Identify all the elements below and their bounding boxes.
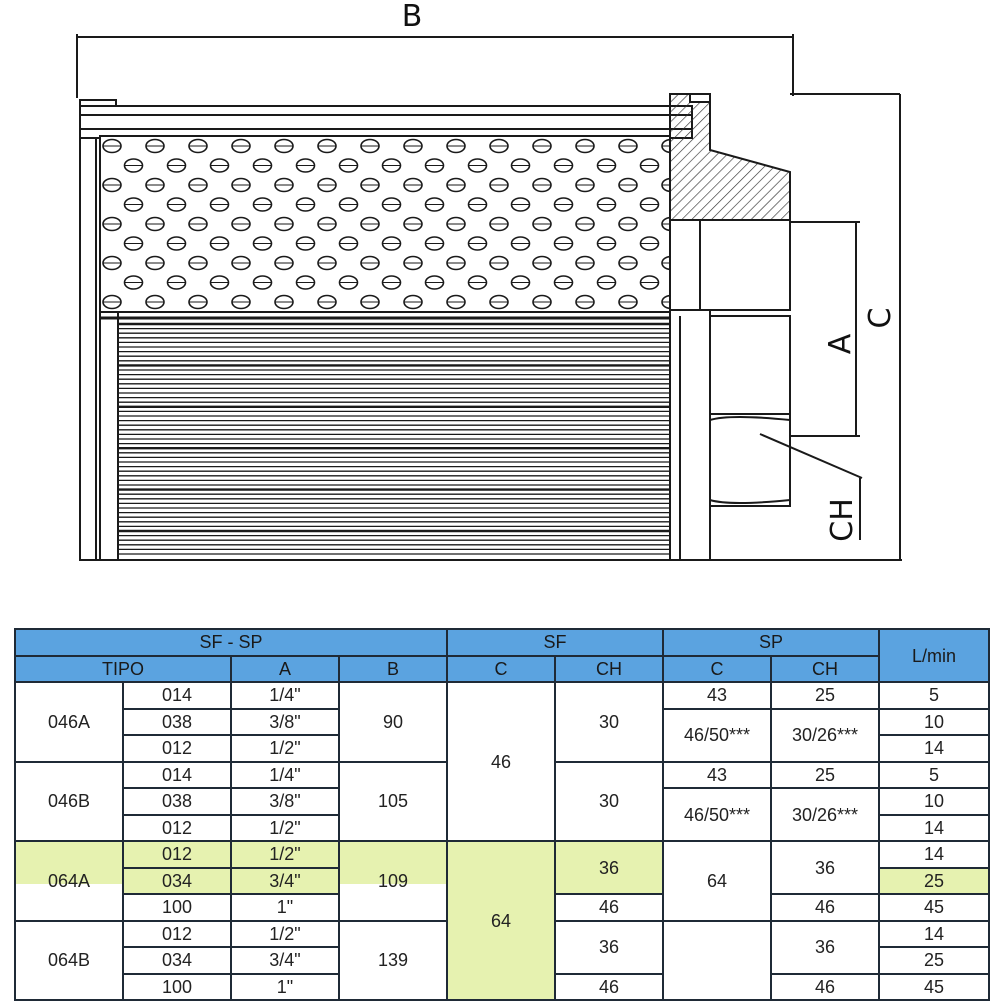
sp-c-cell: 43 [662,760,773,789]
header-tipo: TIPO [14,654,232,683]
table-row: 012 1/2" 14 [15,734,991,763]
lmin-cell: 45 [878,972,991,1001]
sf-c-cell: 64 [446,840,557,1001]
sp-c-cell: 46/50*** [662,787,773,842]
a-cell: 1/4" [230,760,340,789]
code-cell: 012 [122,919,232,948]
filter-technical-drawing: B A [76,0,902,561]
dimension-label-b: B [402,0,423,34]
header-sf-ch: CH [554,654,665,683]
sf-ch-cell: 46 [554,893,665,922]
header-sp-ch: CH [770,654,881,683]
code-cell: 100 [122,893,232,922]
dimension-ch [759,433,863,540]
a-cell: 1" [230,972,340,1001]
sp-ch-cell: 46 [770,972,881,1001]
code-cell: 038 [122,707,232,736]
table-row: 064B 012 1/2" 139 36 36 14 [14,919,991,1001]
header-sf: SF [446,628,665,657]
code-cell: 012 [122,813,232,842]
lmin-cell: 45 [878,893,991,922]
sp-ch-cell: 30/26*** [770,787,881,842]
pleated-element [100,311,672,561]
sp-ch-cell: 36 [770,840,881,895]
sf-ch-cell: 36 [554,840,665,895]
sp-ch-cell: 30/26*** [770,707,881,763]
sp-ch-cell: 25 [770,681,881,710]
header-lmin: L/min [878,628,991,683]
a-cell: 3/8" [230,707,340,736]
sp-c-cell [662,919,773,1001]
code-cell: 012 [122,840,232,869]
table-row: 100 1" 46 46 45 [15,972,991,1001]
filter-top-rim [79,99,693,139]
dimension-label-a: A [823,333,858,354]
header-sf-c: C [446,654,557,683]
lmin-cell: 14 [878,919,991,948]
a-cell: 1/2" [230,734,340,763]
b-cell: 105 [337,760,449,842]
tipo-cell: 064A [14,840,124,922]
b-cell: 139 [337,919,449,1001]
sp-ch-cell: 25 [770,760,881,789]
dimension-b [76,34,794,98]
code-cell: 012 [122,734,232,763]
a-cell: 3/4" [230,866,340,895]
code-cell: 034 [122,946,232,975]
table-row: 038 3/8" 46/50*** 30/26*** 10 [15,787,991,842]
sp-c-cell: 64 [662,840,773,922]
a-cell: 1/2" [230,919,340,948]
table-row: 034 3/4" 25 [15,946,991,975]
code-cell: 034 [122,866,232,895]
header-sp: SP [662,628,881,657]
dimension-label-ch: CH [825,498,860,542]
header-sp-c: C [662,654,773,683]
sp-ch-cell: 36 [770,919,881,975]
perforated-mesh [99,135,671,313]
tipo-cell: 064B [14,919,124,1001]
threaded-fitting [669,93,900,561]
code-cell: 100 [122,972,232,1001]
lmin-cell: 25 [878,946,991,975]
a-cell: 3/4" [230,946,340,975]
sf-ch-cell: 30 [554,681,665,763]
sf-c-cell: 46 [446,681,557,842]
lmin-cell: 25 [878,866,991,895]
a-cell: 1/2" [230,840,340,869]
dimension-c [710,94,902,561]
b-cell: 90 [337,681,449,763]
table-row: 064A 012 1/2" 109 64 36 64 36 14 [14,840,991,1001]
lmin-cell: 14 [878,813,991,842]
lmin-cell: 5 [878,681,991,710]
code-cell: 014 [122,760,232,789]
sf-ch-cell: 36 [554,919,665,975]
code-cell: 014 [122,681,232,710]
b-cell: 109 [337,840,449,922]
header-sf-sp: SF - SP [13,628,449,657]
tipo-cell: 046B [14,760,124,842]
a-cell: 1/4" [230,681,340,710]
header-b: B [337,654,449,683]
dimension-a [790,221,860,437]
lmin-cell: 14 [878,840,991,869]
a-cell: 1" [230,893,340,922]
sf-ch-cell: 30 [554,760,665,842]
lmin-cell: 10 [878,787,991,816]
a-cell: 3/8" [230,787,340,816]
a-cell: 1/2" [230,813,340,842]
specification-table: SF - SP SF SP L/min TIPO A B C CH C CH 0… [13,628,991,1001]
table-row: 100 1" 46 46 45 [15,893,991,922]
sp-c-cell: 46/50*** [662,707,773,763]
sp-ch-cell: 46 [770,893,881,922]
code-cell: 038 [122,787,232,816]
tipo-cell: 046A [14,681,124,763]
sf-ch-cell: 46 [554,972,665,1001]
sp-c-cell: 43 [662,681,773,710]
lmin-cell: 10 [878,707,991,736]
lmin-cell: 14 [878,734,991,763]
dimension-label-c: C [863,308,898,329]
lmin-cell: 5 [878,760,991,789]
table-row: 046A 014 1/4" 90 46 30 43 25 5 [14,681,991,842]
header-a: A [230,654,340,683]
